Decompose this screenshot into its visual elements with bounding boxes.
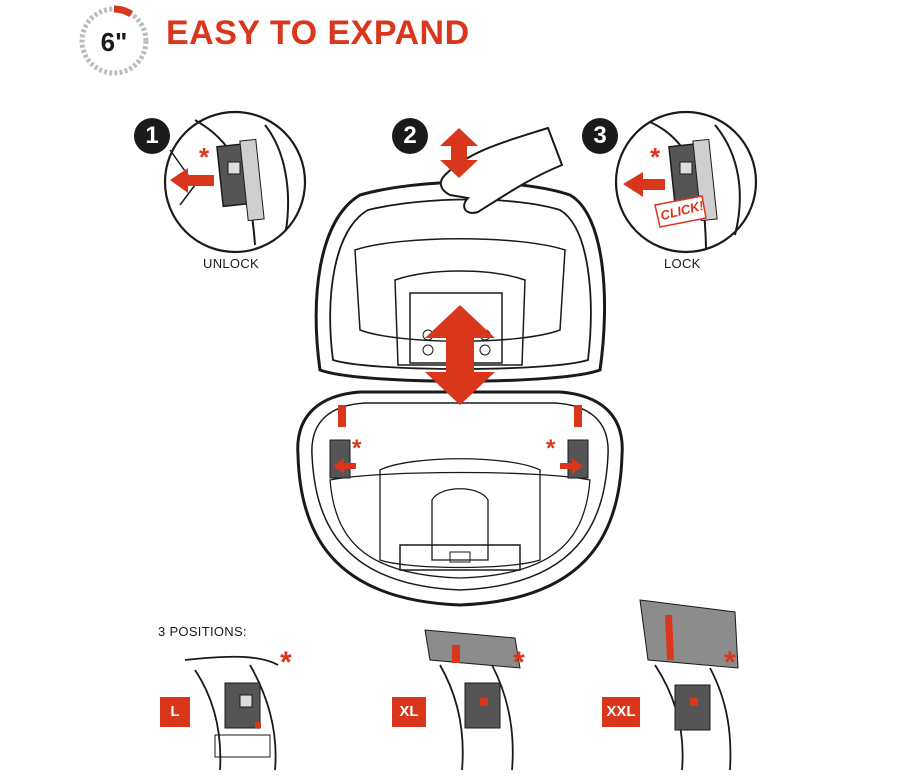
position-xxl-illustration: * [639,599,739,771]
unlock-caption: UNLOCK [203,256,259,271]
step-3-badge: 3 [582,118,618,154]
step-2-badge: 2 [392,118,428,154]
lock-inset: * [614,110,758,254]
step-1-badge: 1 [134,118,170,154]
position-xl-illustration: * [424,629,525,771]
position-l-badge: L [160,697,190,727]
asterisk-marker: * [724,646,736,679]
asterisk-marker: * [199,142,210,172]
top-case-illustration: * * [296,126,624,607]
page-title: EASY TO EXPAND [166,14,470,52]
positions-heading: 3 POSITIONS: [158,624,247,639]
asterisk-marker: * [546,435,556,462]
unlock-inset: * [163,110,307,254]
expand-arrow-icon [425,305,495,405]
position-xxl-badge: XXL [602,697,640,727]
lift-arrow-icon [440,128,478,178]
asterisk-marker: * [352,435,362,462]
asterisk-marker: * [513,646,525,679]
dial-badge-icon [79,5,149,76]
badge-label: 6" [100,27,128,57]
asterisk-marker: * [280,646,292,679]
lock-caption: LOCK [664,256,701,271]
position-l-illustration: * [184,646,292,771]
click-burst [654,195,707,228]
position-xl-badge: XL [392,697,426,727]
asterisk-marker: * [650,142,661,172]
